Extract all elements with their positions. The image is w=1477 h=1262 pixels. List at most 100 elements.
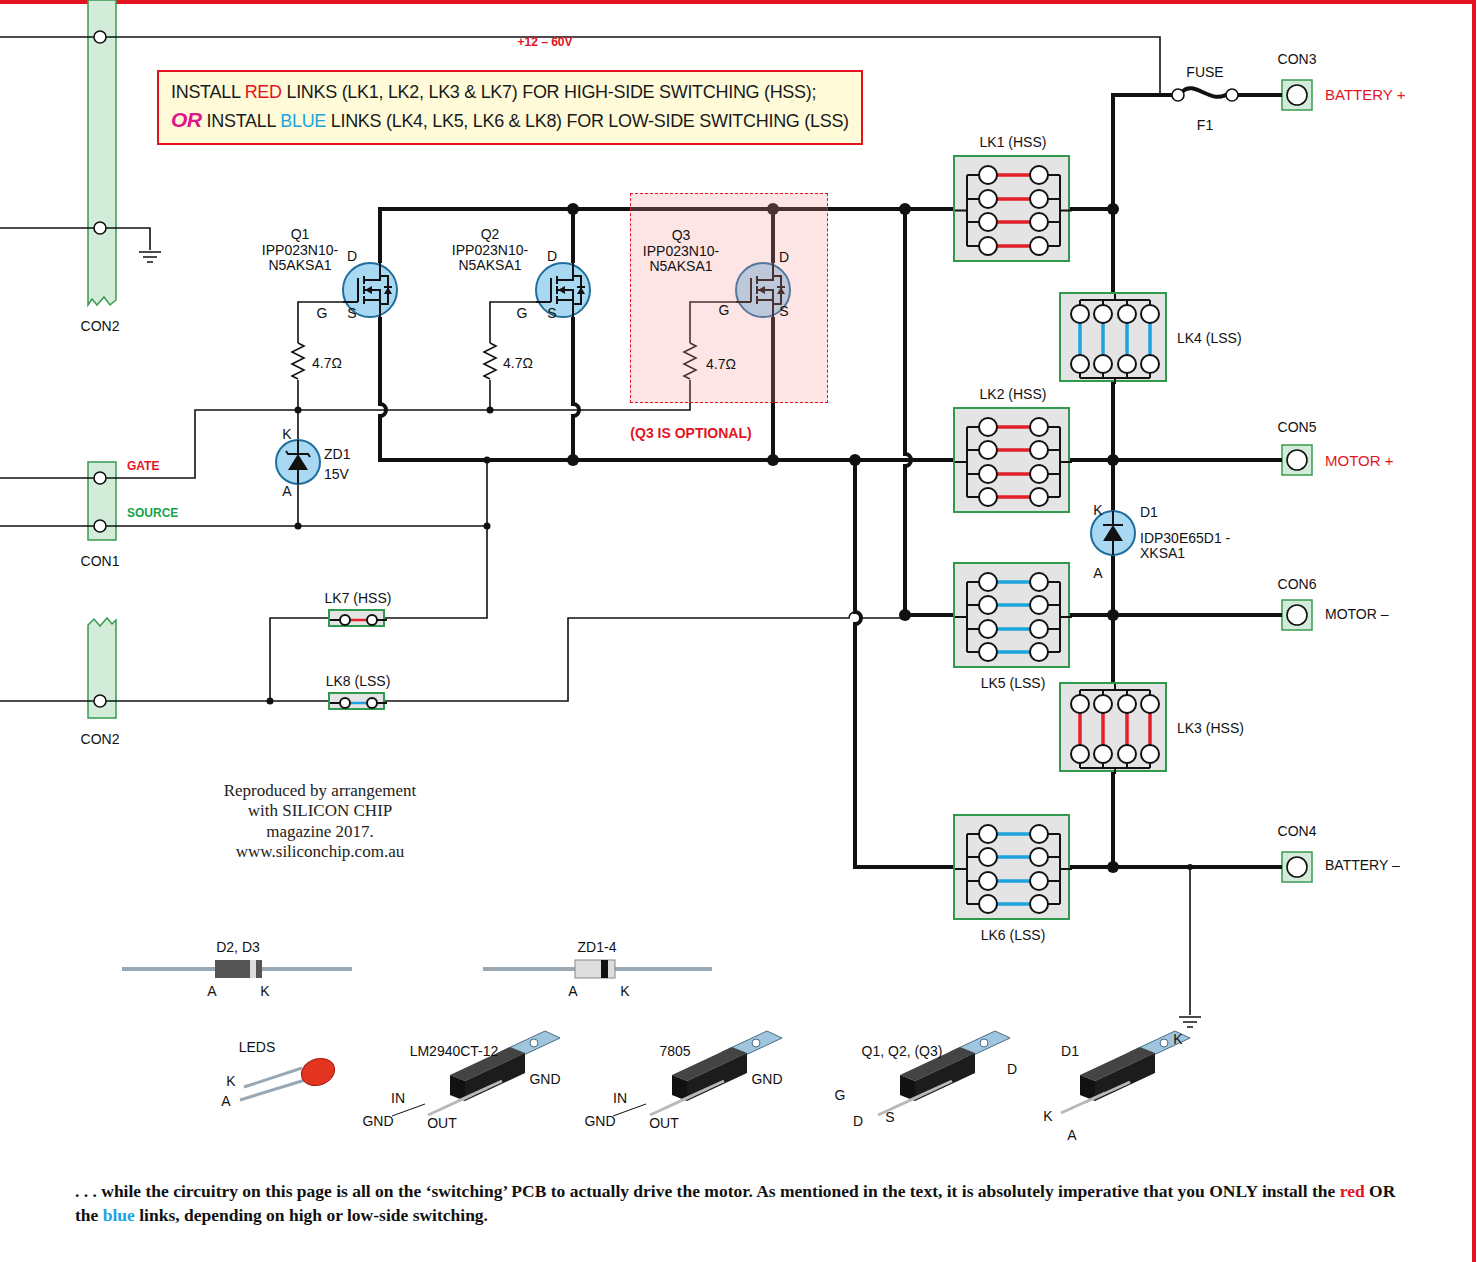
part-label: K xyxy=(260,984,269,999)
junction-dot xyxy=(849,454,861,466)
part-label: GND xyxy=(362,1114,393,1129)
link-pad xyxy=(1030,643,1048,661)
link-wire xyxy=(1125,713,1129,745)
link-label: LK5 (LSS) xyxy=(981,676,1046,691)
link-pad xyxy=(979,190,997,208)
part-label: D xyxy=(347,249,357,264)
link-wire xyxy=(997,855,1030,859)
terminal-pad xyxy=(94,31,1307,877)
link-rail xyxy=(955,582,1072,652)
link-pad xyxy=(1071,305,1089,323)
link-pad xyxy=(1071,695,1089,713)
link-block: LK6 (LSS) xyxy=(953,814,1070,920)
link-pad xyxy=(979,620,997,638)
junction-dot xyxy=(295,407,302,414)
part-label: A xyxy=(1093,566,1102,581)
note-text: INSTALL RED LINKS (LK1, LK2, LK3 & LK7) … xyxy=(171,79,849,105)
link-pad xyxy=(979,166,997,184)
axial-diode xyxy=(122,960,712,978)
link-wire xyxy=(1101,713,1105,745)
connector-bar xyxy=(88,0,116,305)
link-pad xyxy=(1118,695,1136,713)
thin-wire xyxy=(0,700,328,702)
link-pad xyxy=(1071,355,1089,373)
terminal-pad xyxy=(94,472,106,484)
link-pad xyxy=(979,418,997,436)
link-wire xyxy=(997,197,1030,201)
part-label: D xyxy=(779,250,789,265)
link-pad xyxy=(979,643,997,661)
link-pad xyxy=(979,465,997,483)
link-rail xyxy=(1080,684,1150,774)
part-label: IDP30E65D1 -XKSA1 xyxy=(1140,531,1240,562)
link-wire xyxy=(1148,323,1152,355)
link-pad xyxy=(979,488,997,506)
part-label: 15V xyxy=(324,467,349,482)
link-pad xyxy=(1094,355,1112,373)
link-block: LK2 (HSS) xyxy=(953,407,1070,513)
to220-package xyxy=(392,1031,1190,1116)
part-label: D1 xyxy=(1061,1044,1079,1059)
thin-wire xyxy=(0,525,487,527)
part-label: CON3 xyxy=(1278,52,1317,67)
junction-dot xyxy=(295,523,302,530)
link-pad xyxy=(979,872,997,890)
link-rail xyxy=(1080,294,1150,384)
part-label: ZD1 xyxy=(324,447,350,462)
link-wire xyxy=(1101,323,1105,355)
link-pads xyxy=(955,409,1072,515)
link-pad xyxy=(1030,488,1048,506)
link-pad xyxy=(979,596,997,614)
power-wire xyxy=(1070,209,1113,292)
part-label: CON5 xyxy=(1278,420,1317,435)
link-pad xyxy=(340,615,350,625)
power-wire xyxy=(1113,460,1282,867)
part-label: CON6 xyxy=(1278,577,1317,592)
link-pads xyxy=(955,816,1072,922)
part-label: MOTOR + xyxy=(1325,453,1393,470)
link-block: LK4 (LSS) xyxy=(1059,292,1167,382)
part-label: 4.7Ω xyxy=(312,356,342,371)
link-pad xyxy=(1141,745,1159,763)
link-wire xyxy=(997,603,1030,607)
part-label: G xyxy=(317,306,328,321)
part-label: FUSE xyxy=(1186,65,1223,80)
part-label: CON1 xyxy=(81,554,120,569)
terminal-pad xyxy=(1287,605,1307,625)
link-wire xyxy=(997,902,1030,906)
part-label: CON2 xyxy=(81,319,120,334)
junction-dot xyxy=(484,457,491,464)
link-block: LK5 (LSS) xyxy=(953,562,1070,668)
link-pads xyxy=(330,611,387,629)
link-pad xyxy=(1030,848,1048,866)
link-pad xyxy=(979,573,997,591)
part-label: A xyxy=(282,484,291,499)
axial-diode xyxy=(601,960,608,978)
junction-dot xyxy=(567,203,579,215)
part-label: LEDS xyxy=(239,1040,276,1055)
link-rail xyxy=(955,834,1072,904)
link-pads xyxy=(1061,684,1169,774)
part-label: OUT xyxy=(649,1116,679,1131)
link-pads xyxy=(330,694,387,712)
thin-wire xyxy=(385,612,905,701)
link-pad xyxy=(979,237,997,255)
power-wire xyxy=(1113,95,1282,209)
part-label: K xyxy=(1043,1109,1052,1124)
power-wire xyxy=(1070,772,1113,867)
part-label: G xyxy=(835,1088,846,1103)
junction-dot xyxy=(1187,864,1193,870)
link-wire xyxy=(997,220,1030,224)
link-pad xyxy=(1118,355,1136,373)
link-label: LK6 (LSS) xyxy=(981,928,1046,943)
junction-dot xyxy=(767,454,779,466)
junction-dot xyxy=(899,609,911,621)
link-pad xyxy=(1094,305,1112,323)
thin-wire xyxy=(270,460,487,701)
link-pad xyxy=(1141,305,1159,323)
power-wire xyxy=(905,209,953,615)
part-label: GND xyxy=(751,1072,782,1087)
part-label: F1 xyxy=(1197,118,1213,133)
link-pads xyxy=(1061,294,1169,384)
link-pad xyxy=(1071,745,1089,763)
